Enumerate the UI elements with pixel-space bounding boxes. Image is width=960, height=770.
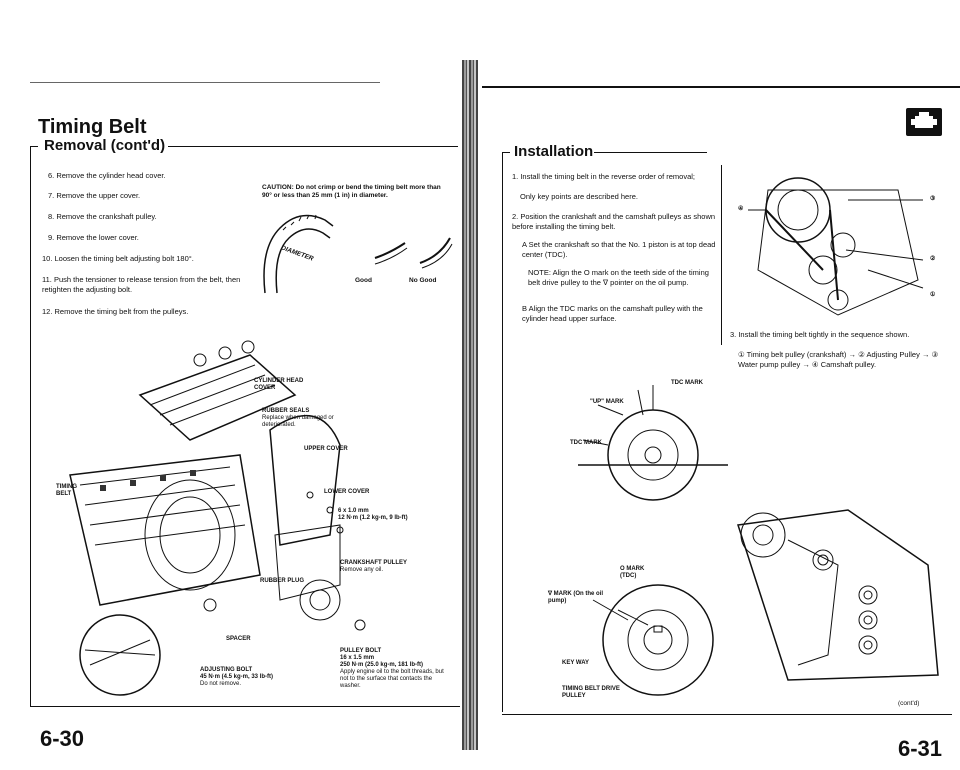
right-page: Installation 1. Install the timing belt …: [478, 0, 960, 770]
install-step-2: 2. Position the crankshaft and the camsh…: [512, 212, 716, 231]
sequence-num-1: ①: [930, 292, 936, 298]
step-10: 10. Loosen the timing belt adjusting bol…: [42, 254, 194, 263]
belt-bend-diagram: [263, 214, 453, 294]
right-frame-rule: [502, 152, 503, 712]
page-number-left: 6-30: [40, 726, 85, 751]
callout-key-way: KEY WAY: [562, 660, 590, 666]
step-6: 6. Remove the cylinder head cover.: [48, 171, 166, 180]
sequence-num-4: ④: [738, 206, 744, 212]
no-good-label: No Good: [409, 277, 437, 284]
callout-adjusting-bolt: ADJUSTING BOLT 45 N·m (4.5 kg-m, 33 lb-f…: [200, 667, 274, 687]
step-7: 7. Remove the upper cover.: [48, 191, 141, 200]
step-9: 9. Remove the lower cover.: [48, 233, 139, 242]
callout-tdc-mark-top: TDC MARK: [671, 380, 703, 386]
engine-block-diagram: [737, 509, 939, 681]
callout-upper-cover: UPPER COVER: [304, 446, 348, 452]
caution-note: CAUTION: Do not crimp or bend the timing…: [262, 184, 441, 199]
callout-drive-pulley: TIMING BELT DRIVE PULLEY: [562, 686, 620, 699]
callout-o-mark: O MARK (TDC): [620, 566, 645, 579]
install-step-2b: B Align the TDC marks on the camshaft pu…: [522, 304, 703, 323]
top-rule-right: [482, 86, 960, 88]
installation-title: Installation: [514, 143, 594, 160]
callout-cylinder-head-cover: CYLINDER HEAD COVER: [254, 378, 304, 391]
install-step-3: 3. Install the timing belt tightly in th…: [730, 330, 910, 339]
install-rule-left: [502, 152, 510, 153]
bottom-rule-right: [502, 714, 952, 715]
callout-lower-cover: LOWER COVER: [324, 489, 370, 495]
camshaft-pulley-tdc-diagram: [578, 385, 728, 501]
engine-section-icon: [906, 108, 942, 136]
bottom-rule-left: [30, 706, 460, 707]
subtitle-rule-right: [168, 146, 458, 147]
callout-tdc-mark: TDC MARK: [570, 440, 602, 446]
column-divider: [721, 165, 722, 345]
callout-lower-cover-bolt: 6 x 1.0 mm 12 N·m (1.2 kg-m, 9 lb-ft): [338, 508, 408, 521]
install-step-1-note: Only key points are described here.: [520, 192, 638, 201]
step-8: 8. Remove the crankshaft pulley.: [48, 212, 157, 221]
left-frame-rule: [30, 146, 31, 706]
callout-v-mark: ∇ MARK (On the oil pump): [548, 591, 604, 604]
continued-note: (cont'd): [898, 700, 920, 707]
callout-rubber-plug: RUBBER PLUG: [260, 578, 305, 584]
step-12: 12. Remove the timing belt from the pull…: [42, 307, 189, 316]
install-rule-right: [594, 152, 707, 153]
subtitle-rule-left: [30, 146, 38, 147]
left-page: Timing Belt Removal (cont'd) 6. Remove t…: [0, 0, 470, 770]
callout-spacer: SPACER: [226, 636, 251, 642]
callout-pulley-bolt: PULLEY BOLT 16 x 1.5 mm 250 N·m (25.0 kg…: [340, 648, 444, 689]
install-step-2a: A Set the crankshaft so that the No. 1 p…: [522, 240, 716, 259]
top-scan-line: [30, 82, 380, 83]
callout-timing-belt: TIMING BELT: [56, 484, 77, 497]
step-11: 11. Push the tensioner to release tensio…: [42, 275, 241, 294]
section-subtitle: Removal (cont'd): [44, 137, 166, 154]
install-step-1: 1. Install the timing belt in the revers…: [512, 172, 696, 181]
timing-belt-exploded-view: [69, 340, 366, 696]
drive-pulley-diagram: [592, 584, 714, 696]
sequence-num-3: ③: [930, 196, 936, 202]
callout-up-mark: "UP" MARK: [590, 399, 624, 405]
install-note: NOTE: Align the O mark on the teeth side…: [528, 268, 709, 287]
belt-sequence-diagram: [748, 177, 924, 316]
page-title: Timing Belt: [38, 116, 147, 138]
good-label: Good: [355, 277, 372, 284]
callout-rubber-seals: RUBBER SEALS Replace when damaged or det…: [262, 408, 334, 428]
page-number-right: 6-31: [898, 736, 943, 761]
install-step-3-sequence: ① Timing belt pulley (crankshaft) → ② Ad…: [738, 350, 939, 369]
sequence-num-2: ②: [930, 256, 936, 262]
callout-crankshaft-pulley: CRANKSHAFT PULLEY Remove any oil.: [340, 560, 407, 573]
